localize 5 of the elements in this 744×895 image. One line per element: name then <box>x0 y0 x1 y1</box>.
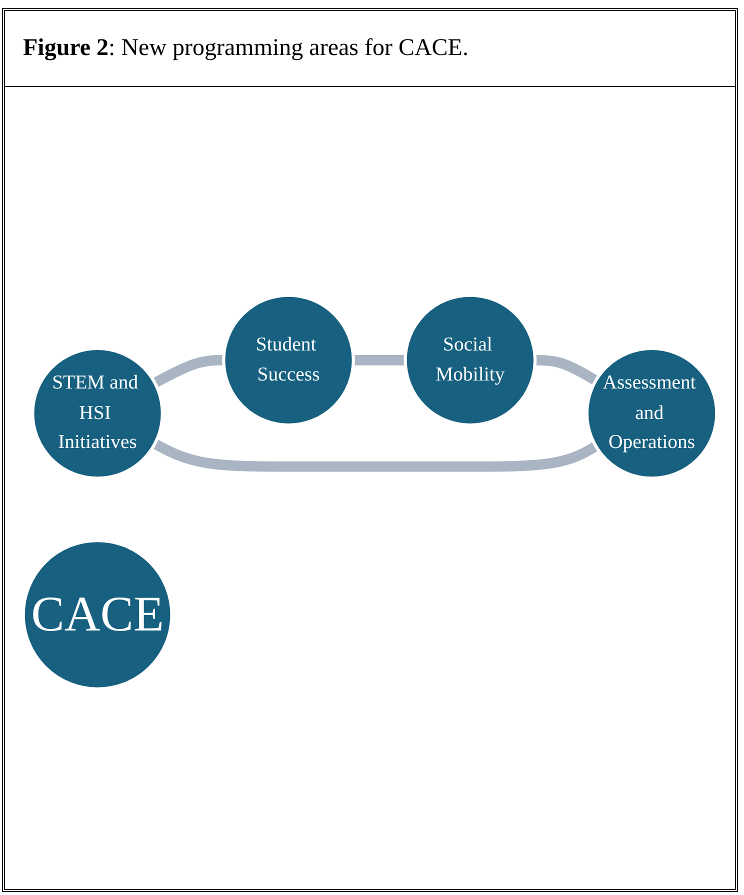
connector <box>352 355 406 366</box>
connector <box>152 355 225 388</box>
connector <box>534 355 598 386</box>
figure-title: Figure 2: New programming areas for CACE. <box>5 11 735 87</box>
connector <box>152 440 598 472</box>
